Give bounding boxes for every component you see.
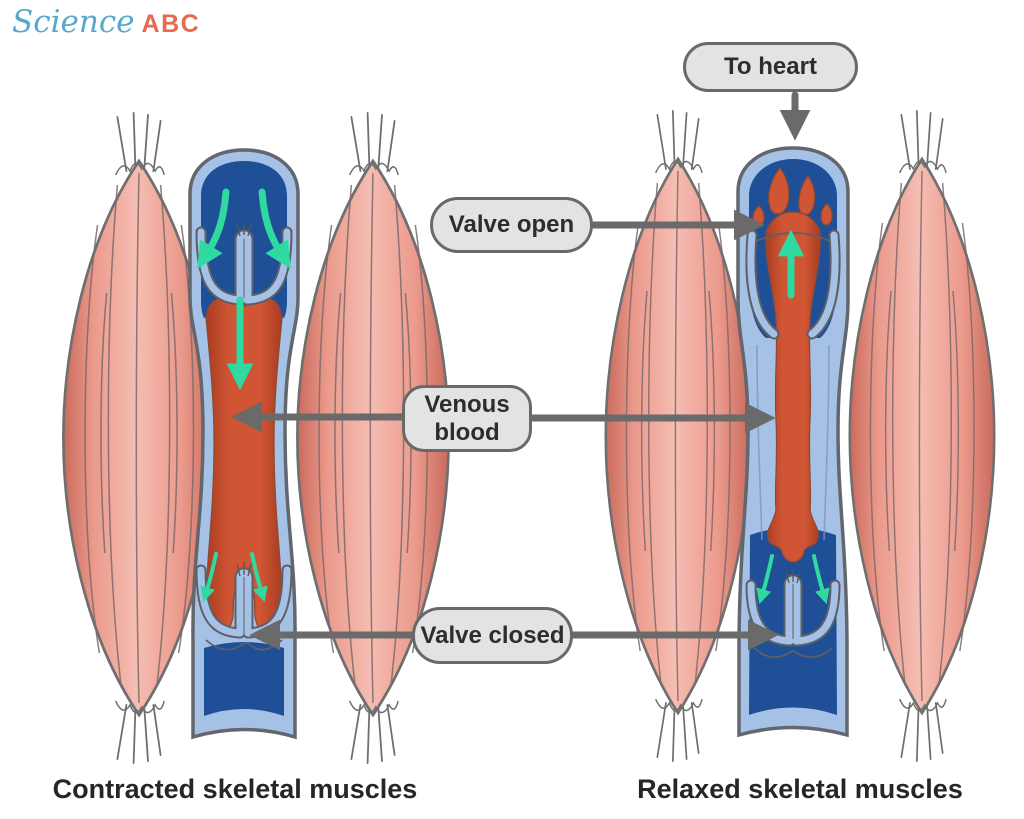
flow-arrow-small-right [250, 552, 268, 603]
scienceabc-logo: Science ABC [12, 4, 200, 40]
venous-blood-column [765, 211, 821, 563]
relaxed-muscle-right [848, 109, 996, 763]
relaxed-muscle-left [604, 109, 752, 763]
flow-arrow-down-left [197, 188, 230, 269]
flow-arrow-down-right [258, 188, 291, 269]
logo-abc-text: ABC [141, 10, 201, 38]
vein-contracted [188, 148, 300, 740]
venous-blood-label: Venous blood [402, 385, 532, 452]
valve-open-label: Valve open [430, 197, 593, 253]
flow-arrow-small-left [756, 554, 774, 605]
connector-arrows [231, 91, 811, 651]
flow-arrow-small-right [812, 554, 830, 605]
valve-top-open [745, 229, 841, 340]
caption-relaxed: Relaxed skeletal muscles [637, 774, 963, 804]
vein-relaxed [736, 146, 850, 738]
to-heart-label: To heart [683, 42, 858, 92]
valve-closed-label: Valve closed [412, 607, 573, 664]
vein-lumen-bottom [204, 642, 284, 716]
caption-contracted: Contracted skeletal muscles [52, 774, 418, 804]
logo-science-text: Science [12, 4, 135, 40]
flow-arrow-small-left [200, 552, 218, 603]
